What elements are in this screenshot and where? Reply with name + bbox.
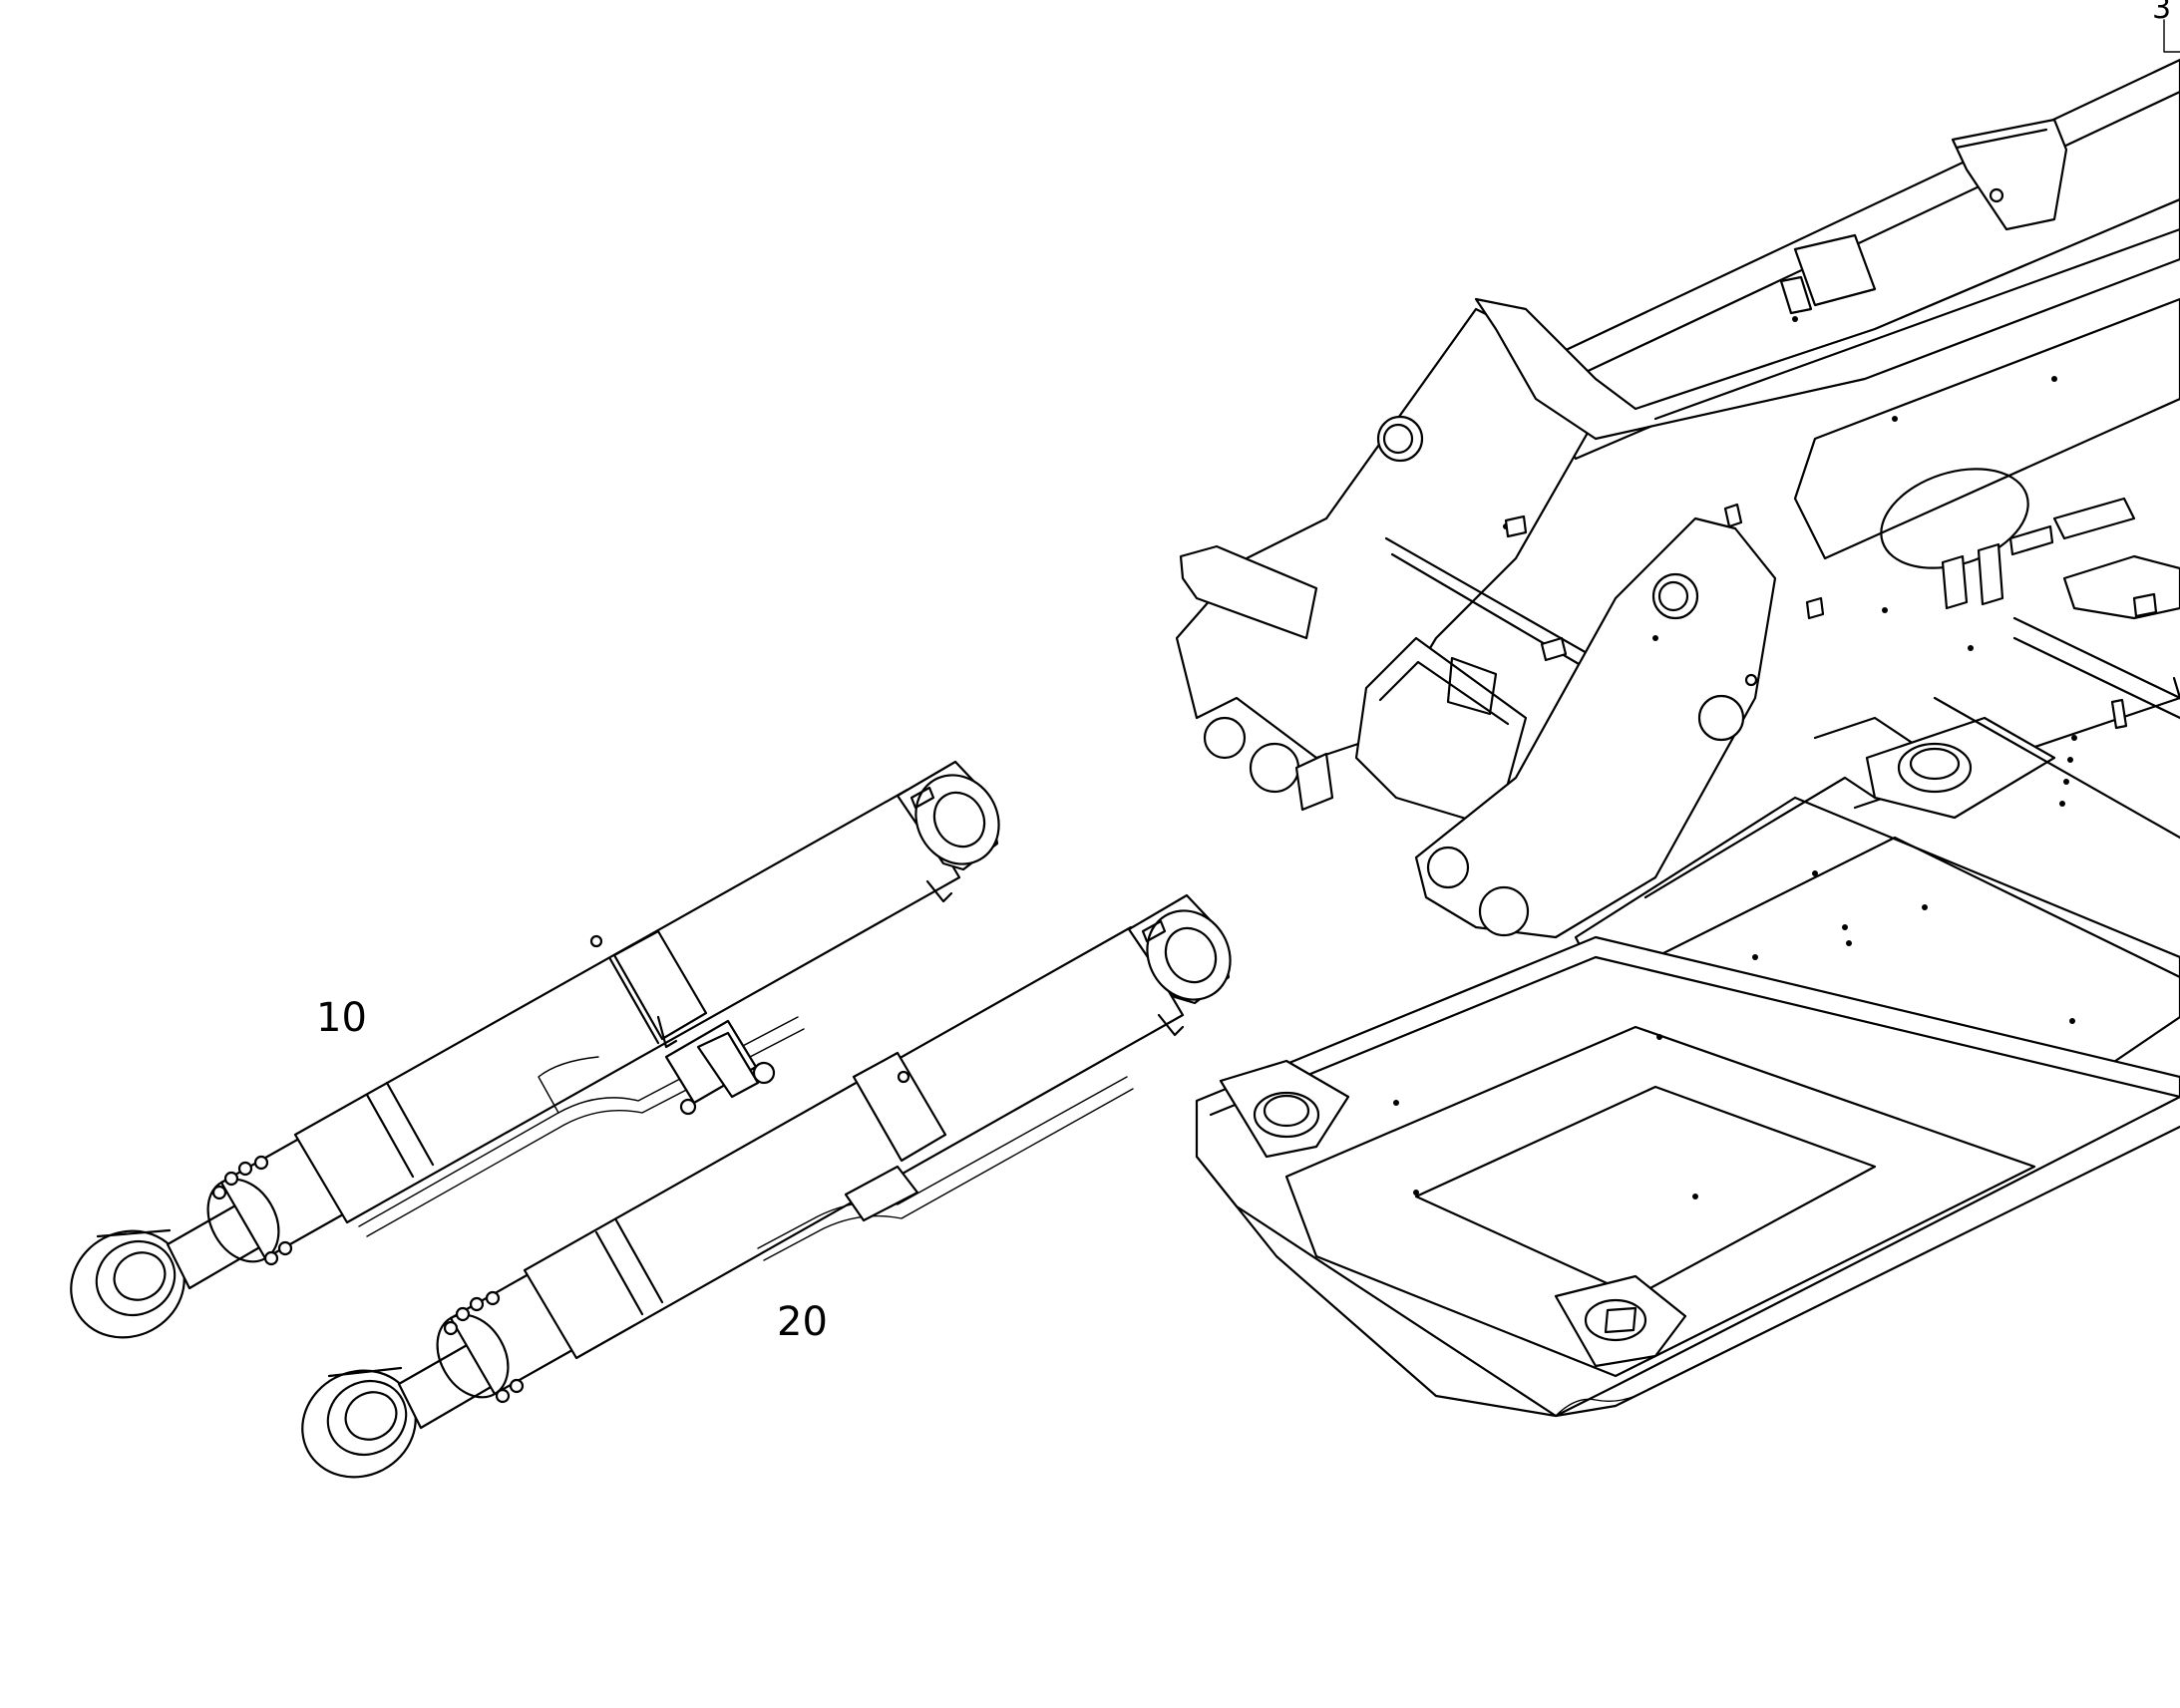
callout-label-10: 10 (316, 995, 367, 1041)
hydraulic-cylinder-20 (301, 893, 1232, 1479)
frame-holes (1393, 316, 2077, 1199)
base-eye-20 (1127, 893, 1232, 1037)
callout-label-20: 20 (777, 1299, 828, 1345)
gland-bolts-10 (211, 1155, 293, 1266)
rod-eye-20 (301, 1366, 417, 1479)
gland-bolts-20 (443, 1290, 525, 1404)
base-eye-10 (896, 760, 1000, 903)
rod-eye-10 (70, 1228, 185, 1339)
hydraulic-cylinder-10 (70, 760, 1000, 1339)
callout-label-edge: 3 (2152, 0, 2172, 26)
upper-frame (1175, 58, 2180, 1418)
leader-line-edge (2163, 19, 2180, 53)
